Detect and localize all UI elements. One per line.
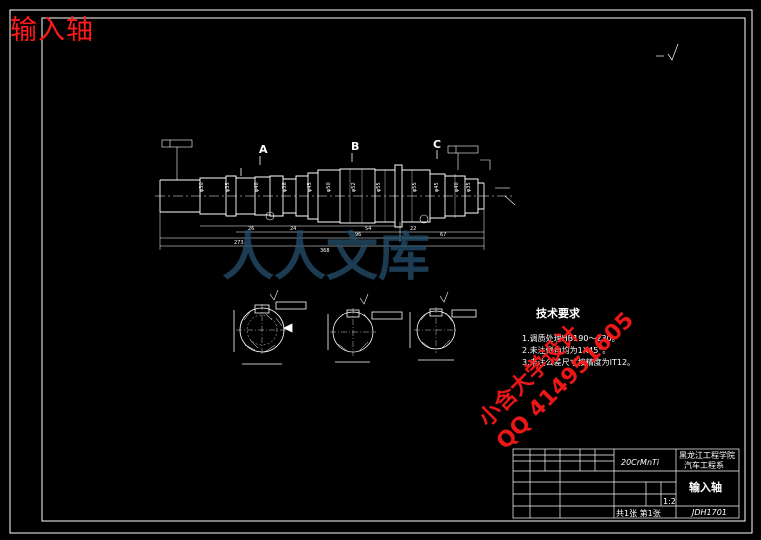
tech-requirement-line: 2.未注倒角均为1X45°。 <box>522 346 611 355</box>
svg-text:φ35: φ35 <box>466 182 472 192</box>
svg-text:φ38: φ38 <box>282 182 288 192</box>
material-label: 20CrMnTi <box>621 458 660 467</box>
svg-text:26: 26 <box>248 226 254 232</box>
section-view-c <box>409 291 477 361</box>
svg-text:φ40: φ40 <box>454 182 460 192</box>
tech-requirements-title: 技术要求 <box>536 307 580 320</box>
department-name: 汽车工程系 <box>684 461 724 470</box>
svg-text:54: 54 <box>365 226 371 232</box>
part-name: 输入轴 <box>689 481 722 494</box>
diameter-labels: φ30 φ35 φ40 φ38 φ45 φ50 φ52 φ55 φ55 φ45 … <box>199 182 472 192</box>
svg-text:368: 368 <box>320 248 330 254</box>
section-view-a <box>233 289 307 365</box>
svg-text:φ45: φ45 <box>307 182 313 192</box>
tech-requirement-line: 1.调质处理HB190～230。 <box>522 334 620 343</box>
scale-value: 1:2 <box>663 497 676 506</box>
svg-text:96: 96 <box>355 232 361 238</box>
tech-requirement-line: 3.未注公差尺寸按精度为IT12。 <box>522 358 636 367</box>
geometric-tolerance-frames <box>161 139 516 206</box>
shaft-view <box>155 164 515 228</box>
svg-text:273: 273 <box>234 240 244 246</box>
school-name: 黑龙江工程学院 <box>679 451 735 460</box>
sheet-info: 共1张 第1张 <box>616 509 661 518</box>
svg-text:φ52: φ52 <box>351 182 357 192</box>
svg-text:φ45: φ45 <box>434 182 440 192</box>
section-label-a: A <box>259 143 268 156</box>
svg-text:φ50: φ50 <box>326 182 332 192</box>
svg-text:24: 24 <box>290 226 296 232</box>
svg-text:φ40: φ40 <box>254 182 260 192</box>
svg-text:67: 67 <box>440 232 446 238</box>
svg-text:22: 22 <box>410 226 416 232</box>
inner-frame <box>41 17 746 522</box>
svg-text:φ55: φ55 <box>376 182 382 192</box>
section-view-b <box>327 293 403 363</box>
brand-watermark: 人人文库 <box>222 227 431 288</box>
dimension-lines <box>159 209 485 250</box>
section-cut-markers <box>240 150 438 176</box>
dimension-values: 273 368 96 67 26 24 54 22 <box>234 226 446 254</box>
outer-frame <box>9 9 753 534</box>
drawing-title: 输入轴 <box>10 15 94 46</box>
section-label-c: C <box>433 138 442 151</box>
svg-text:φ55: φ55 <box>412 182 418 192</box>
section-label-b: B <box>351 140 360 153</box>
svg-text:φ30: φ30 <box>199 182 205 192</box>
svg-text:φ35: φ35 <box>225 182 231 192</box>
title-block <box>512 448 740 519</box>
drawing-number: JDH1701 <box>692 508 727 517</box>
roughness-symbol-general <box>656 43 679 61</box>
